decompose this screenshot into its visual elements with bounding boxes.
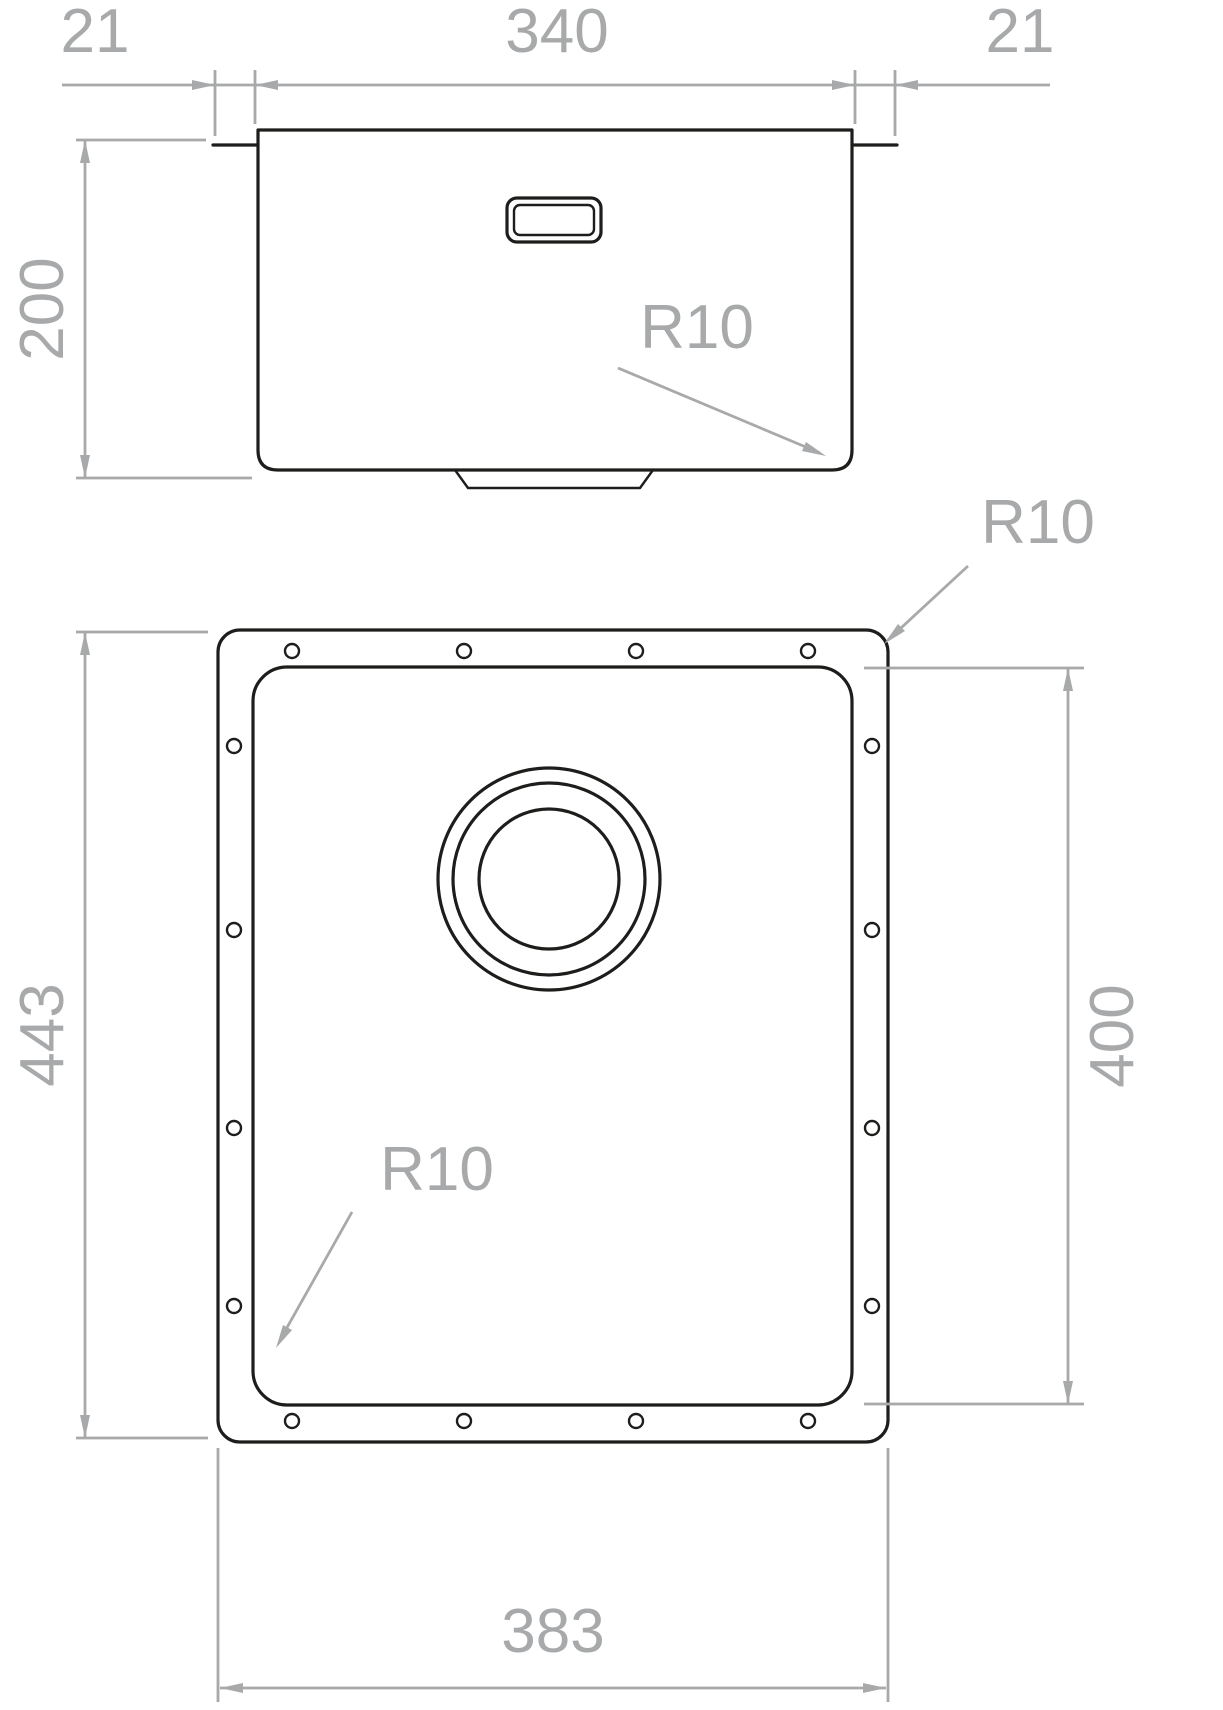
screw-hole bbox=[863, 921, 881, 939]
screw-hole bbox=[627, 642, 645, 660]
dim-label-bowl-height: 400 bbox=[1078, 984, 1147, 1087]
arrow-right-icon bbox=[192, 80, 215, 90]
drain-middle-circle bbox=[451, 781, 647, 977]
leader-arrow-icon bbox=[884, 624, 905, 644]
outer-flange-outline bbox=[216, 628, 890, 1444]
drain-inner-circle bbox=[477, 807, 621, 951]
overflow-slot-outer bbox=[505, 196, 603, 244]
dim-label-left-flange: 21 bbox=[61, 0, 130, 66]
screw-hole bbox=[863, 737, 881, 755]
front-depth-dimension: 200 bbox=[8, 138, 252, 480]
screw-hole bbox=[799, 642, 817, 660]
arrow-up-icon bbox=[80, 632, 90, 655]
drain-outer-circle bbox=[436, 766, 662, 992]
front-radius-callout: R10 bbox=[617, 293, 826, 456]
arrow-right-icon bbox=[832, 80, 855, 90]
radius-label-outer: R10 bbox=[981, 488, 1095, 557]
leader-arrow-icon bbox=[276, 1325, 292, 1348]
plan-bowl-height-dimension: 400 bbox=[864, 666, 1147, 1406]
arrow-left-icon bbox=[895, 80, 918, 90]
leader-line bbox=[278, 1211, 354, 1341]
front-top-dimension-chain: 21 340 21 bbox=[61, 0, 1055, 136]
plan-outer-radius-callout: R10 bbox=[884, 488, 1095, 644]
arrow-left-icon bbox=[220, 1683, 243, 1693]
front-view: 21 340 21 200 R10 bbox=[8, 0, 1055, 490]
screw-hole bbox=[863, 1297, 881, 1315]
screw-hole bbox=[225, 737, 243, 755]
screw-hole bbox=[283, 1412, 301, 1430]
arrow-up-icon bbox=[1063, 668, 1073, 691]
leader-arrow-icon bbox=[802, 442, 826, 456]
screw-hole bbox=[225, 921, 243, 939]
dim-label-inner-width: 340 bbox=[505, 0, 608, 66]
plan-outer-flange bbox=[216, 628, 890, 1444]
arrow-down-icon bbox=[80, 455, 90, 478]
radius-label-front: R10 bbox=[640, 293, 754, 362]
screw-hole bbox=[455, 642, 473, 660]
screw-hole bbox=[863, 1119, 881, 1137]
plan-outer-height-dimension: 443 bbox=[8, 630, 208, 1440]
dim-label-outer-height: 443 bbox=[8, 983, 77, 1086]
screw-hole bbox=[225, 1297, 243, 1315]
plan-bowl-radius-callout: R10 bbox=[276, 1135, 494, 1348]
arrow-down-icon bbox=[80, 1415, 90, 1438]
overflow-slot-inner bbox=[512, 203, 596, 237]
dim-label-outer-width: 383 bbox=[501, 1597, 604, 1666]
arrow-right-icon bbox=[863, 1683, 886, 1693]
plan-drain bbox=[436, 766, 662, 992]
bowl-plan-outline bbox=[251, 665, 854, 1407]
plan-view: R10 R10 443 400 bbox=[8, 488, 1147, 1702]
dim-label-depth: 200 bbox=[8, 257, 77, 360]
drain-outlet-profile bbox=[454, 469, 654, 490]
bowl-section-outline bbox=[256, 128, 854, 472]
arrow-down-icon bbox=[1063, 1381, 1073, 1404]
screw-hole bbox=[799, 1412, 817, 1430]
screw-hole bbox=[225, 1119, 243, 1137]
screw-hole bbox=[283, 642, 301, 660]
arrow-up-icon bbox=[80, 140, 90, 163]
dim-label-right-flange: 21 bbox=[986, 0, 1055, 66]
plan-outer-width-dimension: 383 bbox=[216, 1448, 890, 1702]
arrow-left-icon bbox=[255, 80, 278, 90]
radius-label-bowl: R10 bbox=[380, 1135, 494, 1204]
front-sink-outline bbox=[211, 128, 899, 490]
screw-hole bbox=[627, 1412, 645, 1430]
screw-hole bbox=[455, 1412, 473, 1430]
leader-line bbox=[617, 366, 821, 455]
